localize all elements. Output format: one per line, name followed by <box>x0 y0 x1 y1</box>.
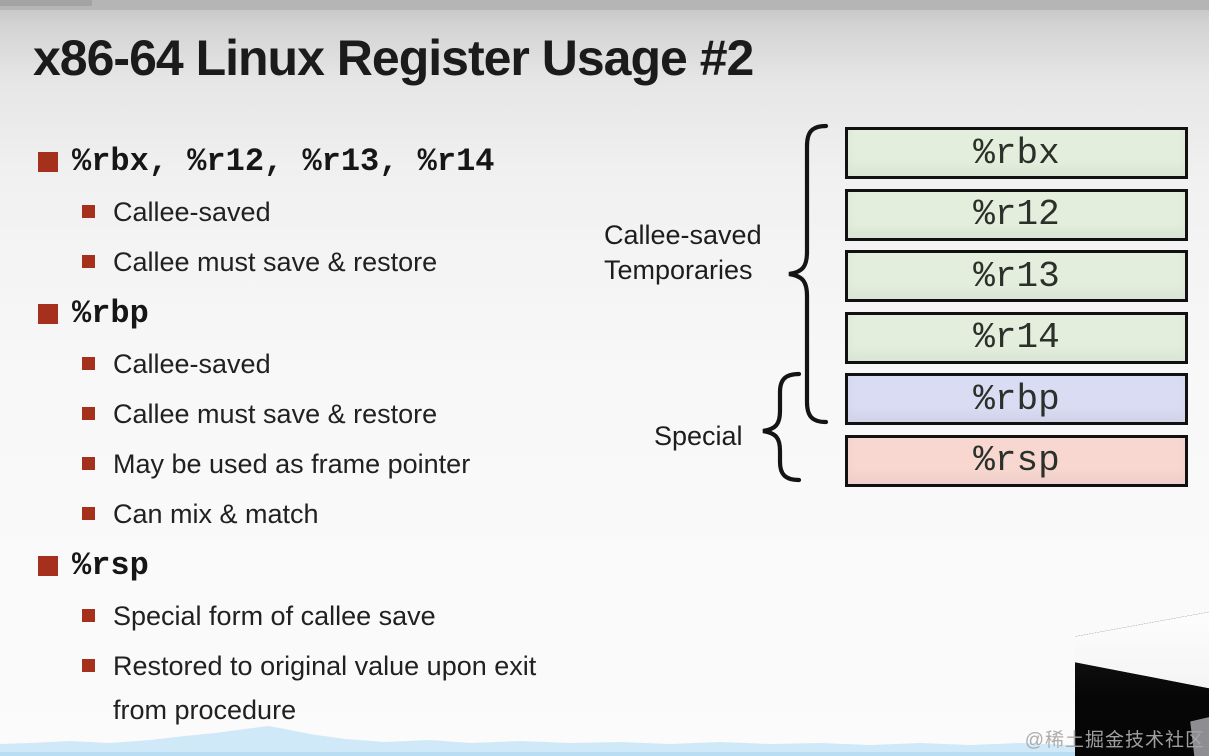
watermark: @稀土掘金技术社区 <box>1024 730 1205 751</box>
brace-callee-saved-icon <box>788 123 829 425</box>
section-heading: %rsp <box>38 544 583 588</box>
register-box-rbx: %rbx <box>845 127 1188 179</box>
photo-gray-patch <box>1190 717 1209 756</box>
sub-bullet-square-icon <box>82 659 95 672</box>
list-item-label: Callee must save & restore <box>113 399 438 429</box>
sub-bullet-square-icon <box>82 255 95 268</box>
register-label: %r14 <box>973 317 1060 358</box>
sub-bullet-square-icon <box>82 205 95 218</box>
register-label: %r12 <box>973 194 1060 235</box>
sub-bullet-square-icon <box>82 457 95 470</box>
section-heading-label: %rsp <box>72 547 149 584</box>
list-item: Callee must save & restore <box>38 240 583 284</box>
register-label: %rbx <box>973 132 1060 174</box>
list-item-label: Can mix & match <box>113 499 319 529</box>
register-box-r14: %r14 <box>845 311 1188 364</box>
bullet-square-icon <box>38 152 58 172</box>
list-item: Special form of callee save <box>38 594 583 638</box>
register-label: %rbp <box>973 378 1060 420</box>
list-item: Callee-saved <box>38 190 583 234</box>
register-box-r13: %r13 <box>845 250 1188 302</box>
page-title: x86-64 Linux Register Usage #2 <box>33 30 754 86</box>
top-bar <box>0 0 1209 10</box>
torn-paper-edge <box>0 726 1209 756</box>
list-item-label: May be used as frame pointer <box>113 449 471 479</box>
list-item: Can mix & match <box>38 492 583 536</box>
list-item-label: Restored to original value upon exit fro… <box>113 651 537 725</box>
list-item: Callee-saved <box>38 342 583 386</box>
list-item-label: Callee-saved <box>113 349 271 379</box>
sub-bullet-square-icon <box>82 357 95 370</box>
register-stack: %rbx %r12 %r13 %r14 %rbp %rsp <box>845 127 1188 496</box>
brace-special-icon <box>762 371 802 483</box>
register-label: %rsp <box>973 440 1060 481</box>
register-label: %r13 <box>973 255 1060 297</box>
bullet-list: %rbx, %r12, %r13, %r14 Callee-saved Call… <box>38 140 583 738</box>
group-label-line: Callee-saved <box>604 220 762 250</box>
top-bar-smudge <box>0 0 92 6</box>
group-label-line: Special <box>654 421 743 451</box>
section-heading: %rbp <box>38 292 583 336</box>
section-rsp: %rsp Special form of callee save Restore… <box>38 544 583 732</box>
list-item: May be used as frame pointer <box>38 442 583 486</box>
section-heading-label: %rbx, %r12, %r13, %r14 <box>72 143 495 180</box>
register-box-rsp: %rsp <box>845 434 1188 487</box>
section-rbx-r12-r13-r14: %rbx, %r12, %r13, %r14 Callee-saved Call… <box>38 140 583 284</box>
sub-bullet-square-icon <box>82 507 95 520</box>
list-item: Callee must save & restore <box>38 392 583 436</box>
register-box-r12: %r12 <box>845 188 1188 241</box>
list-item-label: Special form of callee save <box>113 601 436 631</box>
bullet-square-icon <box>38 304 58 324</box>
group-label-special: Special <box>654 419 743 454</box>
list-item-label: Callee must save & restore <box>113 247 438 277</box>
register-box-rbp: %rbp <box>845 373 1188 425</box>
list-item-label: Callee-saved <box>113 197 271 227</box>
bullet-square-icon <box>38 556 58 576</box>
sub-bullet-square-icon <box>82 407 95 420</box>
group-label-callee-saved-temporaries: Callee-saved Temporaries <box>604 218 762 288</box>
group-label-line: Temporaries <box>604 255 753 285</box>
sub-bullet-square-icon <box>82 609 95 622</box>
list-item: Restored to original value upon exit fro… <box>38 644 583 732</box>
section-rbp: %rbp Callee-saved Callee must save & res… <box>38 292 583 536</box>
brace-icons <box>762 123 829 483</box>
section-heading-label: %rbp <box>72 295 149 332</box>
section-heading: %rbx, %r12, %r13, %r14 <box>38 140 583 184</box>
